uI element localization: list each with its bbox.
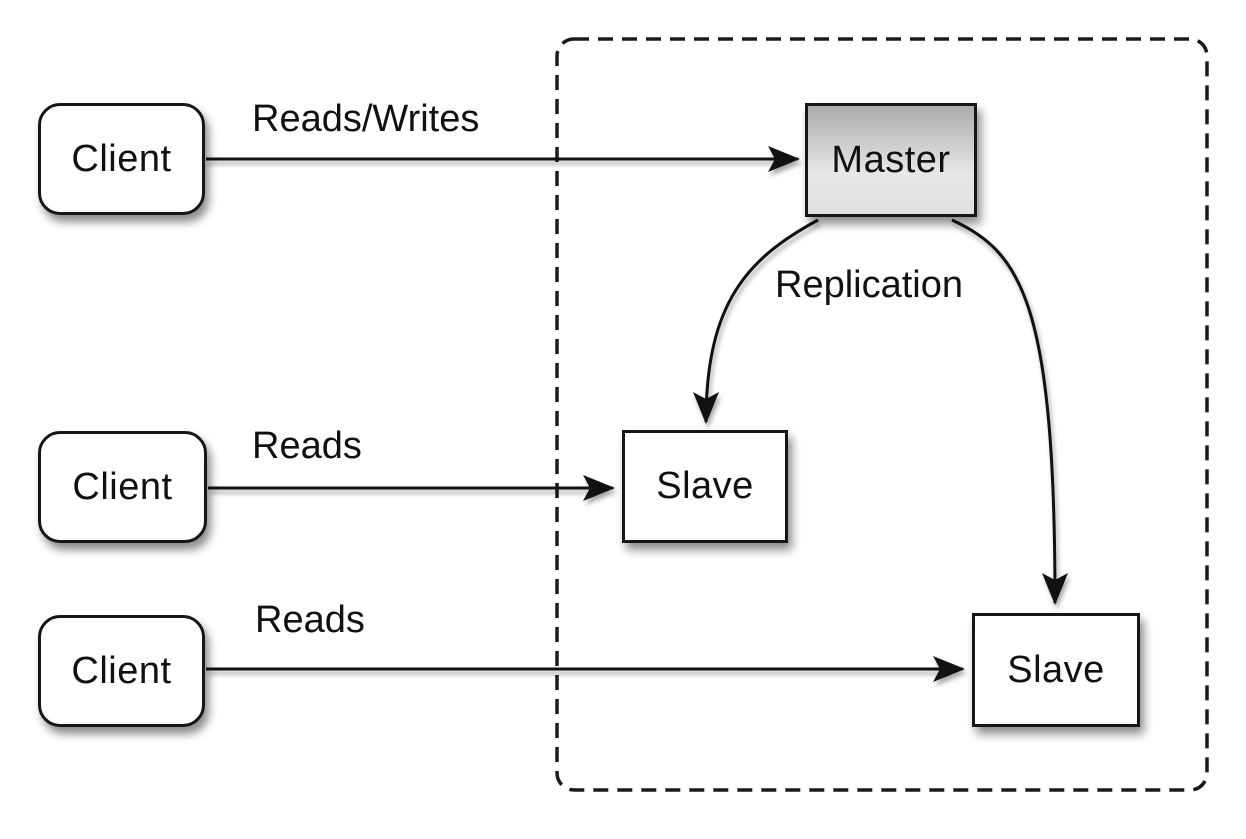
node-slave-1: Slave <box>622 430 788 543</box>
node-slave-1-label: Slave <box>656 465 754 507</box>
node-master: Master <box>805 103 977 217</box>
node-slave-2: Slave <box>972 613 1140 727</box>
node-client-3-label: Client <box>71 649 172 692</box>
node-client-1-label: Client <box>71 137 172 180</box>
node-client-2: Client <box>38 431 207 543</box>
node-client-2-label: Client <box>72 465 173 508</box>
edge-label-reads-client2: Reads <box>252 425 362 467</box>
node-client-3: Client <box>38 615 205 727</box>
edge-master-slave1 <box>693 218 819 424</box>
edge-label-reads-client3: Reads <box>255 599 365 641</box>
edge-label-replication: Replication <box>775 264 963 306</box>
node-master-label: Master <box>831 138 951 181</box>
node-slave-2-label: Slave <box>1007 648 1105 691</box>
replication-cluster-boundary <box>555 37 1209 792</box>
edge-master-slave2 <box>951 218 1068 605</box>
node-client-1: Client <box>38 103 205 215</box>
edge-label-reads-writes: Reads/Writes <box>252 98 480 140</box>
